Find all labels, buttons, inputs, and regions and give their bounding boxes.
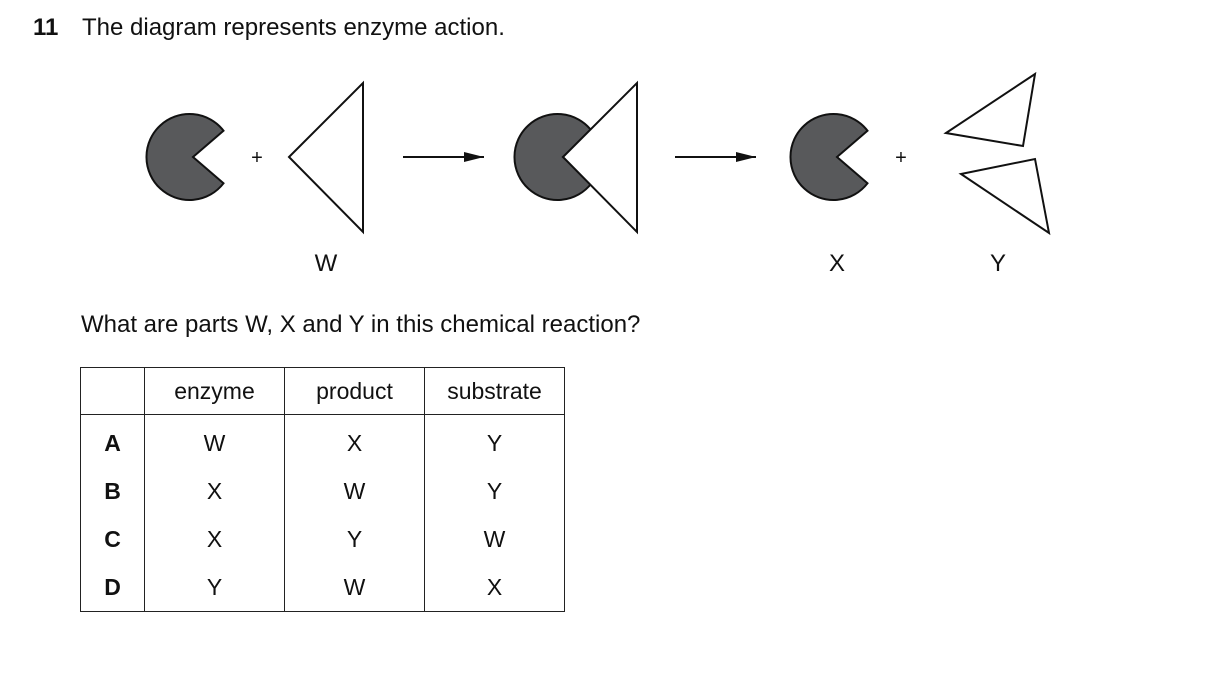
- table-header-row: enzyme product substrate: [80, 367, 565, 415]
- cell-substrate: Y: [424, 467, 565, 515]
- option-letter: D: [80, 563, 145, 612]
- product-triangle-lower: [958, 157, 1051, 236]
- header-substrate: substrate: [424, 367, 565, 415]
- product-triangle-upper: [943, 71, 1037, 148]
- cell-enzyme: Y: [144, 563, 285, 612]
- cell-product: W: [284, 563, 425, 612]
- cell-enzyme: W: [144, 414, 285, 467]
- table-row[interactable]: D Y W X: [80, 563, 565, 612]
- cell-substrate: W: [424, 515, 565, 563]
- option-letter: C: [80, 515, 145, 563]
- header-blank: [80, 367, 145, 415]
- enzyme-shape-1: [145, 113, 225, 201]
- substrate-triangle: [287, 80, 364, 235]
- cell-enzyme: X: [144, 515, 285, 563]
- cell-substrate: Y: [424, 414, 565, 467]
- question-prompt: What are parts W, X and Y in this chemic…: [81, 311, 641, 338]
- table-row[interactable]: B X W Y: [80, 467, 565, 515]
- option-letter: B: [80, 467, 145, 515]
- bound-substrate-triangle: [561, 80, 638, 235]
- label-y: Y: [990, 250, 1006, 277]
- cell-substrate: X: [424, 563, 565, 612]
- cell-enzyme: X: [144, 467, 285, 515]
- plus-sign-2: +: [895, 147, 907, 169]
- question-stem: The diagram represents enzyme action.: [82, 14, 505, 41]
- table-row[interactable]: C X Y W: [80, 515, 565, 563]
- option-letter: A: [80, 414, 145, 467]
- enzyme-diagram: + W + X Y: [145, 71, 1051, 277]
- answer-options-table: enzyme product substrate A W X Y B X W Y…: [80, 367, 565, 612]
- label-x: X: [829, 250, 845, 277]
- cell-product: X: [284, 414, 425, 467]
- table-row[interactable]: A W X Y: [80, 414, 565, 467]
- enzyme-shape-2: [513, 113, 593, 201]
- cell-product: W: [284, 467, 425, 515]
- cell-product: Y: [284, 515, 425, 563]
- header-product: product: [284, 367, 425, 415]
- enzyme-shape-3: [789, 113, 869, 201]
- question-number: 11: [33, 14, 59, 41]
- label-w: W: [315, 250, 338, 277]
- header-enzyme: enzyme: [144, 367, 285, 415]
- plus-sign-1: +: [251, 147, 263, 169]
